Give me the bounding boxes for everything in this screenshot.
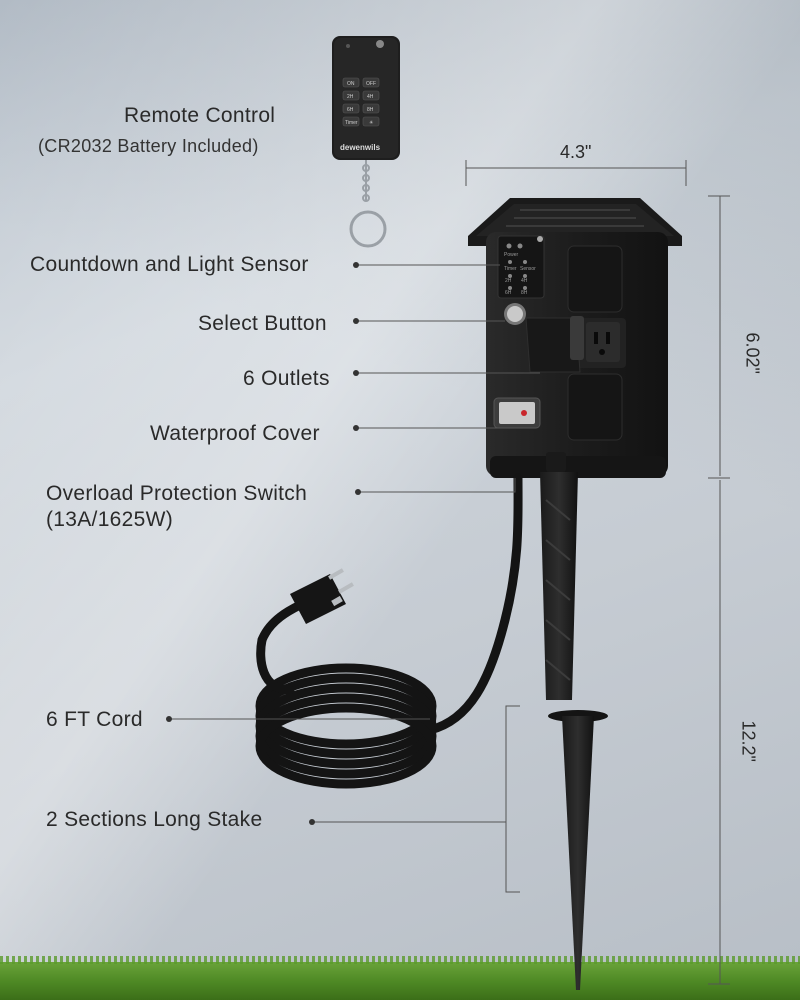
battery-note-label: (CR2032 Battery Included) [38, 136, 259, 156]
power-cord [255, 473, 523, 789]
svg-text:6H: 6H [347, 107, 354, 113]
svg-text:☀: ☀ [369, 120, 374, 126]
svg-text:6H: 6H [505, 290, 512, 296]
outlets-label: 6 Outlets [243, 367, 330, 390]
outlets-dot [353, 370, 359, 376]
body-height-dimension: 6.02" [742, 332, 763, 374]
remote-control: ON OFF 2H 4H 6H 8H Timer ☀ dewenwils [332, 36, 400, 248]
svg-text:8H: 8H [367, 107, 374, 113]
cord-label: 6 FT Cord [46, 708, 143, 731]
svg-text:ON: ON [347, 81, 355, 87]
waterproof-cover-label: Waterproof Cover [150, 422, 320, 445]
countdown-sensor-label: Countdown and Light Sensor [30, 253, 309, 276]
select-button-dot [353, 318, 359, 324]
plug-icon [290, 568, 354, 624]
svg-text:OFF: OFF [366, 81, 376, 87]
svg-text:8H: 8H [521, 290, 528, 296]
svg-text:Timer: Timer [504, 266, 517, 272]
remote-control-label: Remote Control [124, 104, 276, 127]
svg-text:Power: Power [504, 252, 519, 258]
stake-height-dimension: 12.2" [738, 720, 759, 762]
waterproof-cover-dot [353, 425, 359, 431]
keyring-icon [349, 160, 387, 248]
svg-text:Timer: Timer [345, 120, 358, 126]
svg-text:4H: 4H [367, 94, 374, 100]
svg-text:Sensor: Sensor [520, 266, 536, 272]
stake-dot [309, 819, 315, 825]
svg-text:4H: 4H [521, 278, 528, 284]
svg-text:2H: 2H [347, 94, 354, 100]
svg-text:2H: 2H [505, 278, 512, 284]
leader-lines [170, 264, 540, 823]
grass-strip [0, 956, 800, 1000]
select-button-label: Select Button [198, 312, 327, 335]
svg-text:dewenwils: dewenwils [340, 143, 381, 152]
overload-switch-dot [355, 489, 361, 495]
width-dimension: 4.3" [560, 142, 592, 162]
stake-label: 2 Sections Long Stake [46, 808, 263, 831]
dimension-lines [465, 160, 730, 985]
ground-stake [540, 452, 608, 990]
countdown-sensor-dot [353, 262, 359, 268]
overload-rating-label: (13A/1625W) [46, 508, 174, 531]
overload-switch-label: Overload Protection Switch [46, 482, 308, 505]
cord-dot [166, 716, 172, 722]
